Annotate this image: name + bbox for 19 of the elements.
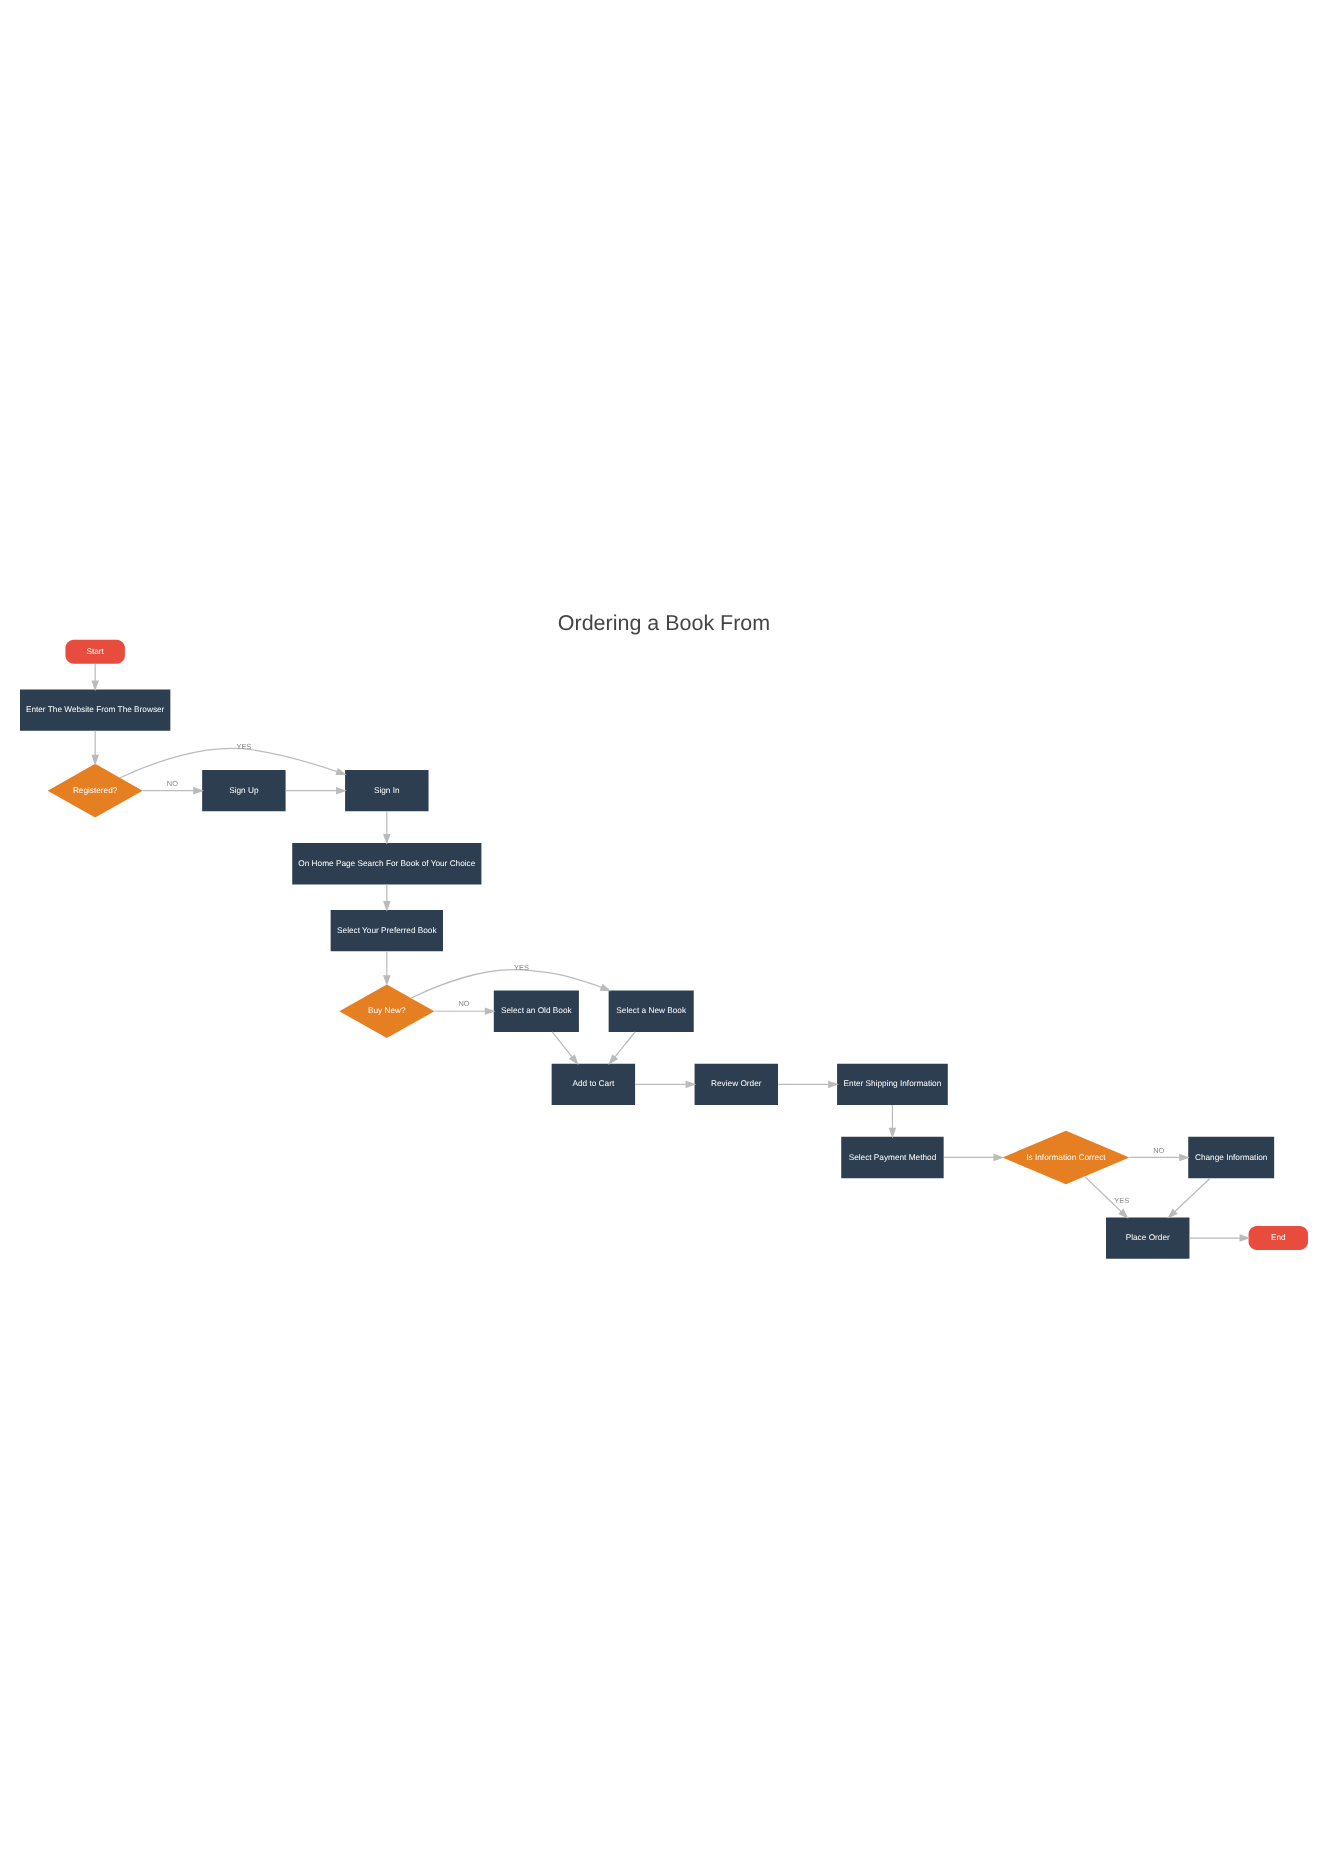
arrow xyxy=(943,1153,1005,1162)
arrow xyxy=(383,810,391,845)
arrow xyxy=(383,950,391,987)
arrow xyxy=(1128,1153,1190,1162)
arrow xyxy=(888,1104,897,1139)
arrow xyxy=(91,730,99,766)
arrow xyxy=(142,786,204,795)
arrow xyxy=(634,1080,697,1089)
arrow xyxy=(433,1007,496,1015)
arrow xyxy=(1084,1176,1129,1219)
arrow xyxy=(608,1031,636,1065)
arrow xyxy=(119,747,347,779)
arrow xyxy=(551,1031,579,1065)
diagram-title: Ordering a Book From xyxy=(557,611,771,636)
arrow xyxy=(1167,1177,1211,1219)
arrow xyxy=(410,969,612,999)
arrow xyxy=(285,786,347,795)
arrow xyxy=(777,1080,839,1089)
arrow xyxy=(1188,1234,1251,1242)
